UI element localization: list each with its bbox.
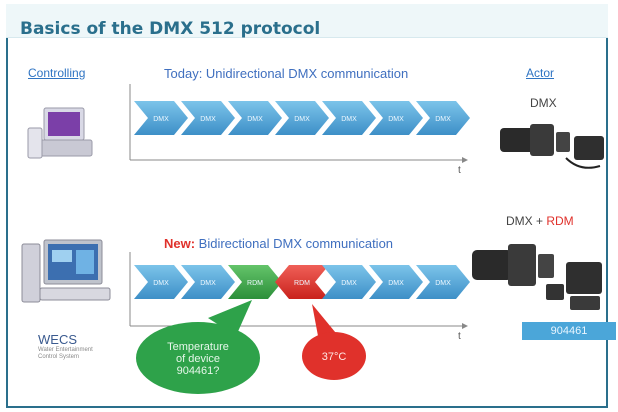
actor-dmx-rdm-label: DMX + RDM — [506, 214, 574, 228]
top-row-dmx-arrow — [322, 101, 376, 135]
top-row-arrow-label: DMX — [435, 116, 451, 123]
temperature-query-bubble — [136, 300, 260, 394]
bottom-row-dmx-arrow — [181, 265, 235, 299]
device-serial-badge: 904461 — [522, 322, 616, 340]
rdm-text: RDM — [546, 214, 574, 228]
temperature-query-line1: Temperature — [167, 341, 229, 353]
slide-frame — [6, 4, 608, 408]
actor-dmx-label: DMX — [530, 96, 557, 110]
top-row-arrow-label: DMX — [294, 116, 310, 123]
top-row-arrow-label: DMX — [341, 116, 357, 123]
top-row-dmx-arrow — [275, 101, 329, 135]
top-row-dmx-arrow — [228, 101, 282, 135]
bottom-row-rdm-in-arrow — [275, 265, 329, 299]
controller-pc-icon — [27, 107, 93, 159]
dmx-spotlight-icon — [500, 124, 604, 169]
new-caption: New: Bidirectional DMX communication — [164, 236, 393, 251]
bottom-row-arrow-label: RDM — [294, 280, 310, 287]
controlling-heading: Controlling — [28, 66, 86, 80]
bottom-row-dmx-arrow — [134, 265, 188, 299]
bottom-row-arrow-label: DMX — [153, 280, 169, 287]
bottom-row-arrow-label: DMX — [388, 280, 404, 287]
bottom-axis-t-label: t — [458, 331, 461, 342]
top-dmx-arrow-row: DMX DMX DMX DMX DMX DMX DMX — [134, 101, 470, 135]
top-row-dmx-arrow — [416, 101, 470, 135]
top-axis-t-label: t — [458, 165, 461, 176]
temperature-query-line3: 904461? — [177, 365, 220, 377]
top-time-axis — [129, 84, 468, 163]
top-row-arrow-label: DMX — [200, 116, 216, 123]
wecs-subtitle: Water Entertainment Control System — [38, 347, 93, 360]
bottom-row-dmx-arrow — [322, 265, 376, 299]
temperature-query-line2: of device — [176, 353, 220, 365]
new-keyword: New: — [164, 236, 196, 251]
top-row-dmx-arrow — [181, 101, 235, 135]
top-row-dmx-arrow — [134, 101, 188, 135]
top-row-dmx-arrow — [369, 101, 423, 135]
bottom-row-arrow-label: DMX — [341, 280, 357, 287]
dmx-rdm-spotlight-icon — [472, 244, 602, 310]
temperature-reply-text: 37°C — [322, 351, 347, 363]
new-caption-text: Bidirectional DMX communication — [195, 236, 394, 251]
bottom-row-arrow-label: DMX — [435, 280, 451, 287]
bottom-row-arrow-label: DMX — [200, 280, 216, 287]
today-caption: Today: Unidirectional DMX communication — [164, 66, 409, 81]
top-row-arrow-label: DMX — [153, 116, 169, 123]
bottom-row-dmx-arrow — [369, 265, 423, 299]
bottom-dmx-arrow-row: DMX DMX RDM RDM DMX DMX DMX — [134, 265, 470, 299]
actor-heading: Actor — [526, 66, 555, 80]
bottom-row-dmx-arrow — [416, 265, 470, 299]
bottom-row-rdm-out-arrow — [228, 265, 282, 299]
bottom-row-arrow-label: RDM — [247, 280, 263, 287]
wecs-workstation-icon — [21, 239, 111, 303]
top-row-arrow-label: DMX — [247, 116, 263, 123]
top-row-arrow-label: DMX — [388, 116, 404, 123]
dmx-plus-text: DMX + — [506, 214, 547, 228]
slide-header: Basics of the DMX 512 protocol — [6, 4, 608, 39]
wecs-label: WECS — [38, 332, 77, 347]
slide-title: Basics of the DMX 512 protocol — [20, 19, 321, 39]
temperature-reply-bubble — [302, 304, 366, 380]
